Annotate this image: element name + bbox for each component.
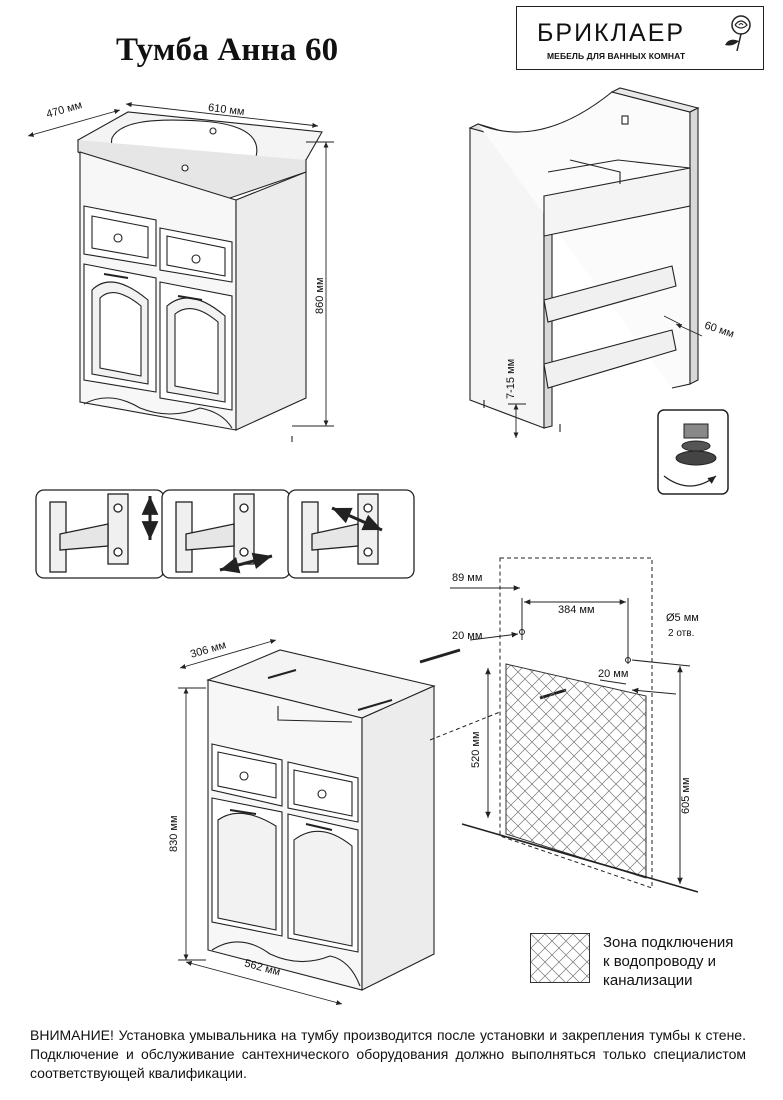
brand-logo-block: БРИКЛАЕР МЕБЕЛЬ ДЛЯ ВАННЫХ КОМНАТ xyxy=(516,6,764,70)
dim-mount-left-offset: 89 мм xyxy=(452,572,483,584)
cabinet-with-basin-drawing xyxy=(76,111,323,442)
legend-line: к водопроводу и xyxy=(603,953,717,970)
dim-bottom-height: 830 мм xyxy=(168,815,180,852)
legend-text: Зона подключения к водопроводу и канализ… xyxy=(603,933,733,990)
frame-dimension-lines xyxy=(508,315,703,438)
dim-leg-adjust: 7-15 мм xyxy=(505,358,517,399)
cabinet-body-drawing xyxy=(206,648,567,991)
brand-name: БРИКЛАЕР xyxy=(537,19,686,47)
dim-top-height: 860 мм xyxy=(314,277,326,314)
brand-tagline: МЕБЕЛЬ ДЛЯ ВАННЫХ КОМНАТ xyxy=(547,51,686,61)
bottom-view-dimension-lines xyxy=(178,639,343,1005)
legend-line: канализации xyxy=(603,972,693,989)
legend-line: Зона подключения xyxy=(603,934,734,951)
dim-hole-diameter: Ø5 мм xyxy=(666,612,699,624)
dim-hole-count: 2 отв. xyxy=(668,628,695,639)
wall-mount-scheme xyxy=(429,557,699,893)
dim-hole-offset-left: 20 мм xyxy=(452,630,483,642)
connection-zone-swatch xyxy=(530,933,590,983)
top-view-dimension-lines xyxy=(27,102,334,427)
hinge-adjustment-panels xyxy=(35,489,415,579)
hatch-pattern-icon xyxy=(531,934,589,982)
page-title: Тумба Анна 60 xyxy=(116,32,339,68)
installation-notice: ВНИМАНИЕ! Установка умывальника на тумбу… xyxy=(30,1027,746,1081)
dim-hole-spacing: 384 мм xyxy=(558,604,595,616)
rose-icon xyxy=(725,15,751,52)
leveling-foot-box xyxy=(657,409,729,495)
dim-hole-offset-right: 20 мм xyxy=(598,668,629,680)
dim-zone-height: 520 мм xyxy=(470,731,482,768)
dim-mount-height: 605 мм xyxy=(680,777,692,814)
cabinet-frame-drawing xyxy=(468,87,700,432)
